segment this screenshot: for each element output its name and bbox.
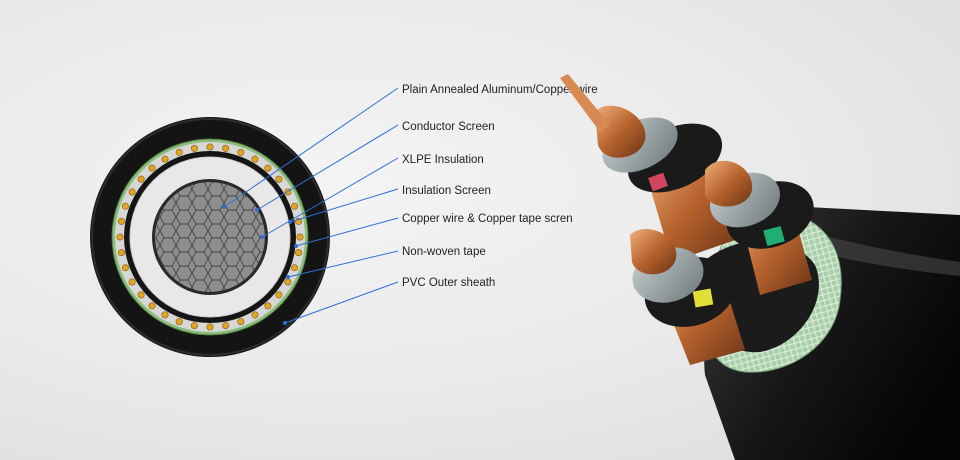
- copper-wire-dot: [264, 302, 272, 310]
- copper-screen-wires: [116, 143, 304, 331]
- core-wire-tip: [560, 74, 610, 132]
- label-pvc-outer-sheath: PVC Outer sheath: [402, 277, 495, 289]
- copper-wire-dot: [148, 302, 156, 310]
- label-copper-screen: Copper wire & Copper tape scren: [402, 213, 573, 225]
- core-conductor: [705, 160, 753, 207]
- arrowhead: [294, 244, 298, 248]
- arrowhead: [288, 220, 292, 224]
- arrowhead: [260, 235, 264, 239]
- copper-wire-dot: [137, 175, 145, 183]
- leader-line-insulation-screen: [289, 188, 399, 223]
- leader-line-non-woven: [287, 250, 399, 278]
- copper-wire-dot: [175, 148, 183, 156]
- cable-cross-section-icon: [90, 117, 330, 357]
- copper-wire-dot: [291, 264, 299, 272]
- copper-wire-dot: [291, 202, 299, 210]
- copper-wire-dot: [206, 143, 214, 151]
- copper-wire-dot: [128, 188, 136, 196]
- copper-wire-dot: [295, 249, 303, 257]
- copper-wire-dot: [175, 318, 183, 326]
- photo-core-green: [705, 160, 814, 295]
- leader-line-conductor-screen: [256, 124, 399, 211]
- copper-wire-dot: [137, 291, 145, 299]
- copper-wire-dot: [148, 164, 156, 172]
- arrowhead: [283, 321, 287, 325]
- copper-wire-dot: [121, 202, 129, 210]
- arrowhead: [255, 208, 259, 212]
- core-marker-red: [648, 172, 668, 192]
- copper-wire-dot: [121, 264, 129, 272]
- leader-line-xlpe: [261, 157, 399, 238]
- copper-wire-dot: [251, 155, 259, 163]
- copper-wire-dot: [222, 322, 230, 330]
- copper-wire-dot: [237, 318, 245, 326]
- copper-wire-dot: [206, 323, 214, 331]
- copper-wire-dot: [117, 217, 125, 225]
- copper-wire-dot: [128, 278, 136, 286]
- core-marker-yellow: [692, 288, 714, 308]
- core-conductor: [595, 105, 646, 158]
- copper-wire-dot: [251, 311, 259, 319]
- leader-line-conductor: [223, 87, 399, 208]
- copper-wire-dot: [161, 155, 169, 163]
- copper-wire-dot: [190, 322, 198, 330]
- conductor-core: [155, 182, 265, 292]
- photo-sheath-shine: [800, 230, 960, 276]
- copper-wire-dot: [296, 233, 304, 241]
- copper-wire-dot: [284, 278, 292, 286]
- copper-wire-dot: [222, 144, 230, 152]
- copper-wire-dot: [275, 291, 283, 299]
- label-insulation-screen: Insulation Screen: [402, 185, 491, 197]
- label-conductor: Plain Annealed Aluminum/Copper wire: [402, 84, 598, 96]
- copper-wire-dot: [161, 311, 169, 319]
- copper-wire-dot: [117, 249, 125, 257]
- core-marker-green: [763, 225, 785, 247]
- leader-line-copper-screen: [295, 217, 399, 247]
- leader-lines: [223, 87, 399, 324]
- leader-line-outer-sheath: [284, 281, 399, 324]
- photo-core-yellow: [630, 228, 745, 365]
- copper-wire-dot: [190, 144, 198, 152]
- leader-arrowheads: [222, 205, 298, 325]
- arrowhead: [222, 205, 226, 209]
- label-xlpe-insulation: XLPE Insulation: [402, 154, 484, 166]
- label-non-woven-tape: Non-woven tape: [402, 246, 486, 258]
- arrowhead: [286, 275, 290, 279]
- copper-wire-dot: [237, 148, 245, 156]
- core-conductor: [630, 228, 677, 275]
- label-conductor-screen: Conductor Screen: [402, 121, 495, 133]
- copper-wire-dot: [264, 164, 272, 172]
- copper-wire-dot: [116, 233, 124, 241]
- copper-wire-dot: [275, 175, 283, 183]
- cable-photo-icon: [560, 74, 960, 460]
- photo-core-red: [560, 74, 735, 262]
